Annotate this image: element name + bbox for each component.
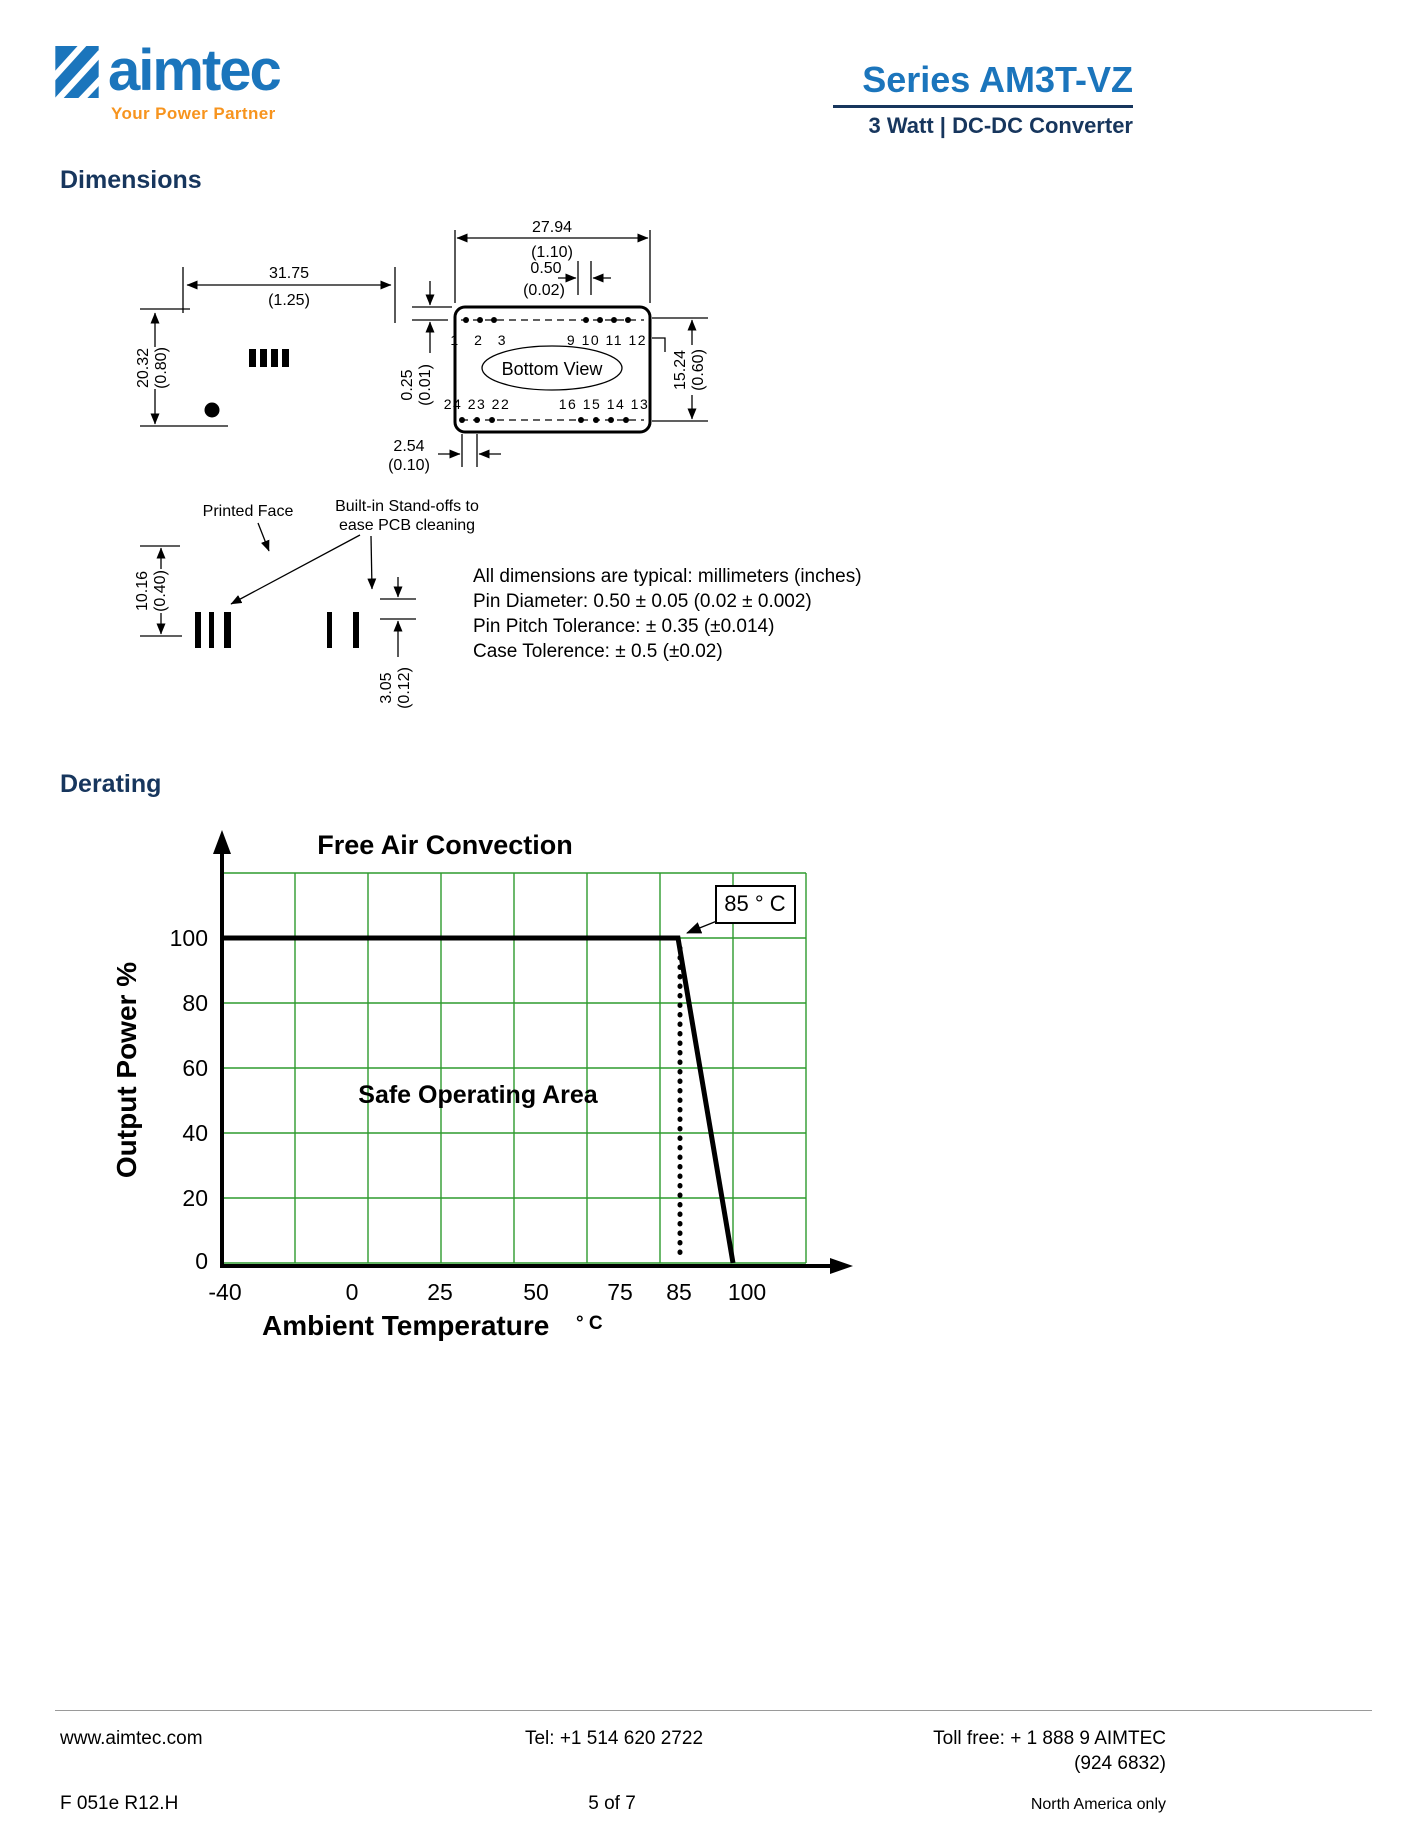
standoffs-label-line2: ease PCB cleaning [339,517,475,534]
footer-divider [55,1710,1372,1711]
x-tick-neg40: -40 [208,1279,241,1305]
top-view-height-mm: 20.32 [135,348,152,388]
y-tick-0: 0 [195,1248,208,1274]
series-subtitle: 3 Watt | DC-DC Converter [868,113,1133,138]
bottom-view-dimension-lines [412,230,708,467]
x-tick-85: 85 [666,1279,692,1305]
chart-title: Free Air Convection [317,830,573,860]
standoff-height-mm: 3.05 [378,672,395,703]
aimtec-logo-icon [55,46,99,98]
note-pin-diameter: Pin Diameter: 0.50 ± 0.05 (0.02 ± 0.002) [473,591,812,612]
case-height-mm: 10.16 [134,571,151,611]
derating-curve [222,935,736,1264]
chart-grid [221,872,807,1264]
bottom-view-width-mm: 27.94 [532,219,572,236]
y-axis-arrowhead [213,830,231,854]
derating-heading: Derating [60,770,162,798]
y-tick-40: 40 [182,1120,208,1146]
note-case-tolerance: Case Tolerence: ± 0.5 (±0.02) [473,641,723,662]
chart-axes [213,830,853,1274]
pin-numbers-bottom-left: 24 23 22 [444,396,511,412]
x-tick-labels: -40 0 25 50 75 85 100 [208,1279,766,1305]
temp-callout-label: 85 ° C [724,891,785,916]
footer-region: North America only [1030,1796,1166,1813]
bottom-view-ellipse [481,345,623,391]
y-tick-100: 100 [170,925,208,951]
x-axis-label: Ambient Temperature [262,1310,549,1341]
y-axis-label: Output Power % [111,962,142,1178]
top-view-height-in: (0.80) [153,347,170,389]
pin-numbers-top-left: 1 2 3 [450,332,511,348]
x-axis-unit: ° C [576,1313,603,1334]
side-view-pins [195,612,359,648]
bottom-view-label: Bottom View [502,359,604,379]
top-view-dimension-lines [140,267,396,427]
footer-telephone: Tel: +1 514 620 2722 [524,1728,704,1749]
pin-numbers-bottom-right: 16 15 14 13 [559,396,649,412]
x-tick-75: 75 [607,1279,633,1305]
logo-text: aimtec [108,38,282,103]
printed-face-label: Printed Face [203,503,294,520]
pin1-indicator-dot [204,402,220,418]
dimensions-drawing: 31.75 (1.25) 20.32 (0.80) [134,219,708,709]
top-view-width-mm: 31.75 [269,265,309,282]
x-tick-50: 50 [523,1279,549,1305]
dimensions-heading: Dimensions [60,166,202,194]
x-tick-100: 100 [728,1279,766,1305]
x-tick-25: 25 [427,1279,453,1305]
pin-diameter-in: (0.02) [523,282,565,299]
bottom-view-height-mm: 15.24 [672,350,689,390]
series-title: Series AM3T-VZ [862,59,1133,100]
pin-edge-offset-in: (0.01) [417,364,434,406]
footer-toll-free-number: (924 6832) [1074,1753,1166,1774]
title-rule [833,105,1133,108]
y-tick-80: 80 [182,990,208,1016]
x-axis-arrowhead [830,1258,853,1274]
pin-edge-offset-mm: 0.25 [399,369,416,400]
standoffs-label-line1: Built-in Stand-offs to [335,498,479,515]
bottom-view-height-in: (0.60) [690,349,707,391]
standoff-height-in: (0.12) [396,667,413,709]
x-tick-0: 0 [346,1279,359,1305]
pin-dots [459,317,631,423]
y-tick-60: 60 [182,1055,208,1081]
bottom-view-width-in: (1.10) [531,244,573,261]
bottom-view: 1 2 3 9 10 11 12 24 23 22 16 15 14 13 Bo… [388,219,708,474]
bottom-view-outline [453,305,652,434]
top-view: 31.75 (1.25) 20.32 (0.80) [135,265,396,427]
footer-doc-code: F 051e R12.H [60,1793,179,1814]
footer-website: www.aimtec.com [60,1728,203,1749]
top-view-width-in: (1.25) [268,292,310,309]
note-units: All dimensions are typical: millimeters … [473,566,862,587]
side-view-dimension-lines [140,545,416,657]
y-tick-20: 20 [182,1185,208,1211]
pin12-mark [652,337,666,352]
pin-pitch-in: (0.10) [388,457,430,474]
logo-tagline: Your Power Partner [111,104,276,123]
footer-toll-free: Toll free: + 1 888 9 AIMTEC [933,1728,1166,1749]
pin-pitch-mm: 2.54 [393,438,424,455]
note-pin-pitch-tolerance: Pin Pitch Tolerance: ± 0.35 (±0.014) [473,616,775,637]
dimension-notes: All dimensions are typical: millimeters … [473,564,943,664]
safe-operating-area-label: Safe Operating Area [358,1081,599,1109]
side-view-leader-lines [230,522,377,605]
pin-diameter-mm: 0.50 [530,260,561,277]
temp-callout: 85 ° C [686,885,796,934]
aimtec-logo: aimtec Your Power Partner [55,38,282,124]
footer-page-number: 5 of 7 [588,1793,636,1814]
y-tick-labels: 100 80 60 40 20 0 [170,925,208,1274]
series-title-block: Series AM3T-VZ 3 Watt | DC-DC Converter [833,60,1133,139]
side-view: Printed Face Built-in Stand-offs to ease… [134,498,479,709]
case-height-in: (0.40) [152,570,169,612]
top-view-pin-marks [249,349,289,367]
derating-chart: Free Air Convection [111,830,853,1341]
pin-numbers-top-right: 9 10 11 12 [567,332,647,348]
